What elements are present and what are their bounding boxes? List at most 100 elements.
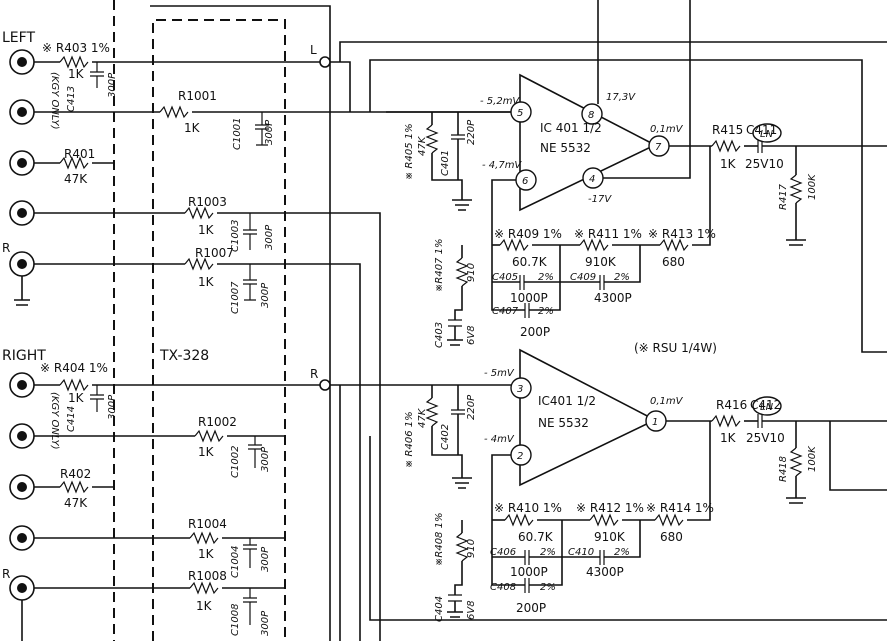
label-c413: C413 bbox=[66, 86, 77, 112]
label-r1001-val: 1K bbox=[184, 121, 201, 135]
label-c402: C402 bbox=[440, 424, 451, 450]
label-r1004: R1004 bbox=[188, 517, 227, 531]
label-kgy-only-l: (KGY ONLY) bbox=[49, 72, 60, 129]
jack-4 bbox=[9, 200, 35, 226]
label-c1008: C1008 bbox=[230, 604, 241, 636]
label-c403: C403 bbox=[434, 322, 445, 348]
cap-c408 bbox=[524, 578, 530, 593]
jack-2 bbox=[9, 99, 35, 125]
pin-1: 1 bbox=[652, 417, 658, 428]
cap-c1003 bbox=[243, 213, 257, 250]
resistor-r404 bbox=[59, 378, 89, 392]
label-r414-val: 680 bbox=[660, 530, 683, 544]
label-c407-val: 200P bbox=[520, 325, 550, 339]
label-c413-val: 300P bbox=[107, 72, 118, 98]
label-c408-tol: 2% bbox=[540, 582, 556, 593]
jack-8 bbox=[9, 474, 35, 500]
resistor-r416 bbox=[711, 414, 741, 428]
label-c403-val: 6V8 bbox=[466, 325, 477, 345]
label-c405: C405 bbox=[492, 272, 518, 283]
top-rail bbox=[150, 5, 331, 641]
label-r406: ※ R406 1% bbox=[404, 411, 415, 468]
label-c409-tol: 2% bbox=[614, 272, 630, 283]
label-c407: C407 bbox=[492, 306, 519, 317]
resistor-r415 bbox=[711, 139, 741, 153]
label-c408: C408 bbox=[490, 582, 516, 593]
resistor-r1007 bbox=[184, 257, 214, 271]
resistor-r1008 bbox=[189, 581, 219, 595]
label-r405-val: 47K bbox=[417, 135, 428, 156]
cap-c1008 bbox=[243, 588, 257, 625]
opamp-right bbox=[519, 348, 657, 487]
jack-1 bbox=[9, 49, 35, 75]
right-v-in: - 5mV bbox=[484, 368, 515, 379]
label-r417: R417 bbox=[778, 183, 789, 210]
left-v-fb: - 4,7mV bbox=[482, 160, 522, 171]
label-c411: C411 bbox=[746, 123, 777, 137]
label-r415-val: 1K bbox=[720, 157, 737, 171]
jack-5 bbox=[9, 251, 35, 277]
resistor-r408 bbox=[455, 532, 469, 562]
label-r1008-val: 1K bbox=[196, 599, 213, 613]
label-ln-right: LN bbox=[760, 402, 774, 413]
rsu-note: (※ RSU 1/4W) bbox=[634, 341, 717, 355]
label-c1008-val: 300P bbox=[260, 610, 271, 636]
pin-6: 6 bbox=[522, 176, 528, 187]
label-r410-val: 60.7K bbox=[518, 530, 554, 544]
jack-ground bbox=[14, 276, 30, 306]
cap-c405 bbox=[519, 275, 525, 290]
pin-4: 4 bbox=[589, 174, 595, 185]
label-r1002-val: 1K bbox=[198, 445, 215, 459]
left-v-minus: -17V bbox=[588, 194, 612, 205]
label-r411: ※ R411 1% bbox=[574, 227, 642, 241]
label-r412: ※ R412 1% bbox=[576, 501, 644, 515]
left-header: LEFT bbox=[2, 30, 35, 46]
label-c404-val: 6V8 bbox=[466, 600, 477, 620]
cap-c1002 bbox=[248, 436, 262, 468]
cap-c402 bbox=[451, 409, 465, 415]
right-ic-part: NE 5532 bbox=[538, 416, 589, 430]
cap-c406 bbox=[524, 550, 530, 565]
label-c402-val: 220P bbox=[466, 394, 477, 420]
input-wiring bbox=[34, 55, 520, 641]
label-r407-val: 910 bbox=[466, 263, 477, 282]
label-r416: R416 bbox=[716, 398, 747, 412]
pin-3: 3 bbox=[517, 384, 523, 395]
ln-marker-right bbox=[752, 396, 782, 416]
label-c1002-val: 300P bbox=[260, 446, 271, 472]
cap-c1004 bbox=[243, 538, 257, 568]
label-r1003-val: 1K bbox=[198, 223, 215, 237]
resistor-r1001 bbox=[159, 105, 189, 119]
label-r1007: R1007 bbox=[195, 246, 234, 260]
label-r1008: R1008 bbox=[188, 569, 227, 583]
jack-10 bbox=[9, 575, 35, 601]
resistor-r413 bbox=[659, 238, 689, 252]
label-c410: C410 bbox=[568, 547, 594, 558]
node-r bbox=[319, 379, 331, 391]
resistor-r411 bbox=[579, 238, 609, 252]
label-c1007: C1007 bbox=[230, 281, 241, 314]
label-r1007-val: 1K bbox=[198, 275, 215, 289]
resistor-r410 bbox=[504, 513, 534, 527]
pin-8: 8 bbox=[588, 110, 594, 121]
label-r1004-val: 1K bbox=[198, 547, 215, 561]
jack-7 bbox=[9, 423, 35, 449]
jack-9 bbox=[9, 525, 35, 551]
jack-3 bbox=[9, 150, 35, 176]
label-r417-val: 100K bbox=[807, 173, 818, 200]
label-c401: C401 bbox=[440, 150, 451, 176]
labels: LEFT RIGHT R R ※ R403 1% ※ R404 1% 1K 1K… bbox=[2, 30, 818, 636]
board-name: TX-328 bbox=[159, 348, 209, 364]
label-c412-val: 25V10 bbox=[746, 431, 785, 445]
label-r403: ※ R403 1% bbox=[42, 41, 110, 55]
label-r410: ※ R410 1% bbox=[494, 501, 562, 515]
label-c409: C409 bbox=[570, 272, 596, 283]
label-c410-tol: 2% bbox=[614, 547, 630, 558]
label-r403-val: 1K bbox=[68, 67, 85, 81]
label-r1001: R1001 bbox=[178, 89, 217, 103]
label-r409-val: 60.7K bbox=[512, 255, 548, 269]
label-ln-left: LN bbox=[760, 129, 774, 140]
label-c406-tol: 2% bbox=[540, 547, 556, 558]
cap-c401 bbox=[451, 134, 465, 140]
